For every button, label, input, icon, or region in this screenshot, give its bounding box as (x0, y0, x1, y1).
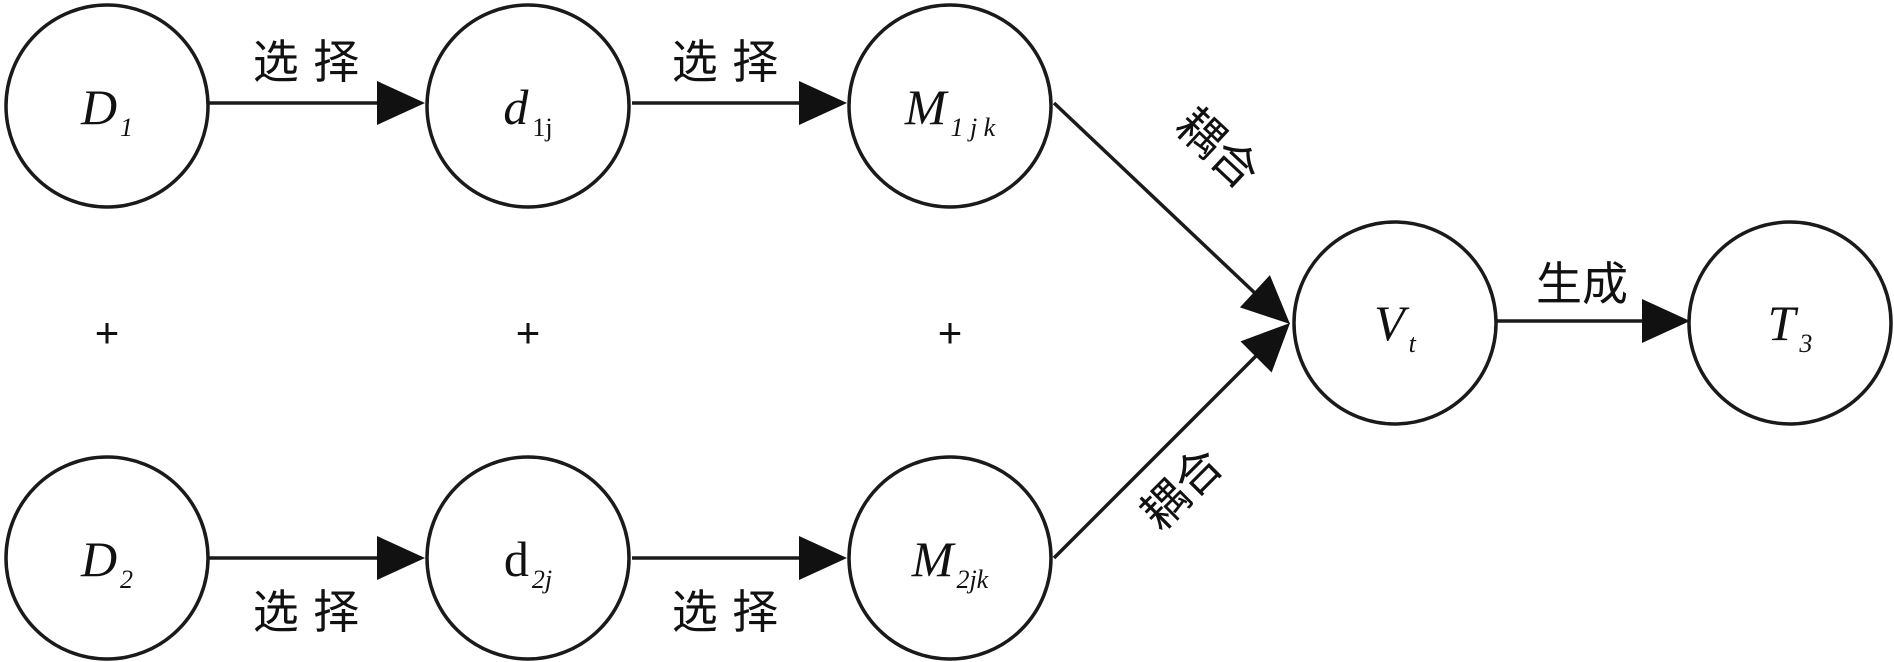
svg-text:T3: T3 (1768, 295, 1813, 358)
node-d2j-main: d (504, 531, 529, 587)
node-m1jk-main: M (904, 79, 949, 135)
node-vt-subscript: t (1409, 329, 1417, 358)
operator-plus-col3: + (938, 309, 963, 356)
edge-label-d2j-to-m2jk: 选 择 (672, 585, 779, 639)
node-d1j-main: d (503, 79, 529, 135)
edge-label-vt-to-t3: 生成 (1536, 257, 1628, 311)
edge-label-d1-to-d1j: 选 择 (253, 35, 360, 89)
operator-plus-col1: + (95, 309, 120, 356)
node-t3-subscript: 3 (1798, 329, 1812, 358)
node-d2-main: D (80, 531, 117, 587)
node-vt-main: V (1374, 295, 1410, 351)
svg-text:D1: D1 (80, 79, 133, 142)
edge-label-m2jk-to-vt: 耦合 (1130, 437, 1233, 540)
edge-label-m1jk-to-vt: 耦合 (1166, 97, 1270, 199)
edges (208, 81, 1690, 580)
node-m2jk-main: M (911, 531, 956, 587)
node-d2j-subscript: 2j (532, 565, 552, 594)
svg-text:D2: D2 (80, 531, 133, 594)
arrowhead-d1-to-d1j (377, 81, 425, 125)
arrowhead-vt-to-t3 (1642, 299, 1690, 343)
edge-label-d2-to-d2j: 选 择 (253, 585, 360, 639)
node-m2jk-subscript: 2jk (956, 565, 988, 594)
svg-text:M1 j k: M1 j k (904, 79, 996, 142)
svg-text:d2j: d2j (504, 531, 552, 594)
node-d1-main: D (80, 79, 117, 135)
arrowhead-d2j-to-m2jk (799, 536, 847, 580)
edge-m2jk-to-vt (1052, 352, 1260, 560)
node-d1-subscript: 1 (120, 113, 133, 142)
svg-text:Vt: Vt (1374, 295, 1417, 358)
node-t3-main: T (1768, 295, 1799, 351)
node-d1j-subscript: 1j (532, 113, 552, 142)
arrowhead-d1j-to-m1jk (799, 81, 847, 125)
operator-plus-col2: + (516, 309, 541, 356)
node-d2-subscript: 2 (120, 565, 133, 594)
node-m1jk-subscript: 1 j k (950, 113, 995, 142)
edge-m1jk-to-vt (1052, 101, 1260, 298)
edge-label-d1j-to-m1jk: 选 择 (672, 35, 779, 89)
arrowhead-d2-to-d2j (377, 536, 425, 580)
svg-text:d1j: d1j (503, 79, 552, 142)
